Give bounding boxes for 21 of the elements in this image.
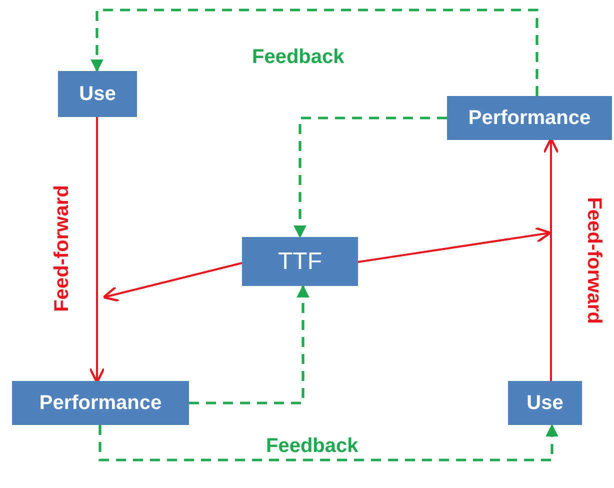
dashed-arrow: [98, 424, 558, 462]
box-label: Use: [526, 392, 564, 414]
box-label: Performance: [468, 106, 591, 130]
box-label: Performance: [39, 392, 162, 414]
dashed-arrow: [90, 8, 538, 96]
process-box: [447, 96, 612, 140]
edge-label: Feedback: [266, 435, 358, 458]
edge-label: Feedback: [252, 46, 344, 69]
box-label: Use: [79, 82, 116, 106]
box-label: TTF: [278, 248, 322, 276]
arrow: [88, 117, 106, 384]
dashed-arrow: [189, 284, 310, 404]
dashed-arrow: [294, 116, 447, 238]
process-box: [242, 237, 358, 286]
process-box: [508, 381, 582, 425]
arrow: [358, 226, 552, 263]
process-box: [58, 71, 137, 117]
edge-label: Feed-forward: [50, 184, 74, 312]
arrow: [102, 262, 242, 302]
edge-label: Feed-forward: [581, 196, 604, 324]
process-box: [12, 381, 189, 425]
